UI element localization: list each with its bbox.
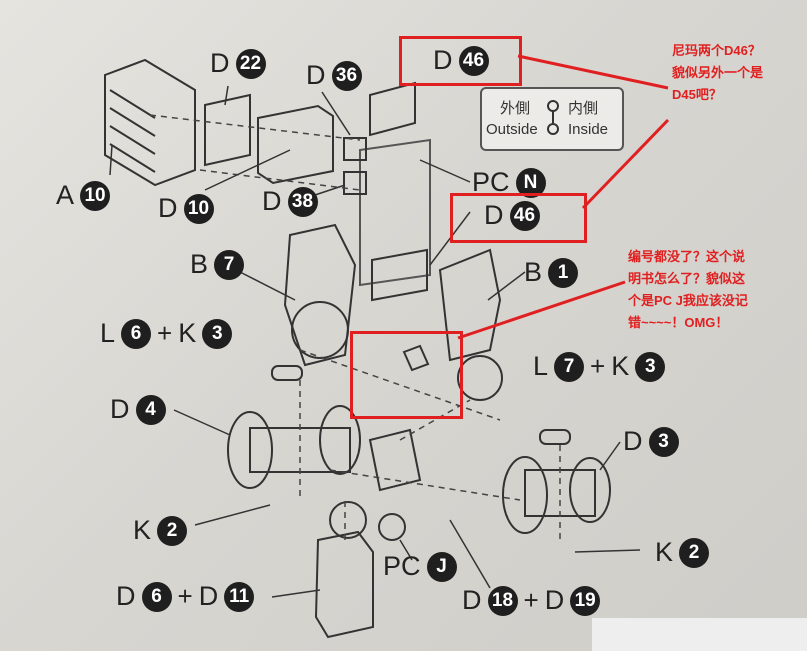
number-badge: 10 (183, 193, 214, 224)
number-badge: 3 (648, 426, 679, 457)
label-d6-d11: D 6 + D 11 (116, 581, 255, 612)
number-badge: 46 (509, 200, 540, 231)
part-l7-k3 (539, 429, 571, 445)
number-badge: 38 (287, 186, 318, 217)
number-badge: 2 (679, 537, 710, 568)
number-badge: 18 (487, 585, 518, 616)
number-badge: 22 (235, 48, 266, 79)
part-b7 (283, 223, 357, 367)
label-d10: D 10 (158, 193, 214, 224)
number-badge: 6 (141, 581, 172, 612)
part-pcj (378, 513, 406, 541)
number-badge: 3 (202, 318, 233, 349)
part-d22 (204, 93, 251, 167)
part-d6-d11 (314, 530, 374, 639)
label-d46-top: D 46 (433, 45, 489, 76)
label-l7-k3: L 7 + K 3 (533, 351, 666, 382)
label-d4: D 4 (110, 394, 166, 425)
note-missing-number: 编号都没了？这个说 明书怎么了？貌似这 个是PC J我应该没记 错~~~~！OM… (628, 249, 748, 330)
part-d10 (257, 104, 334, 185)
red-line-top (517, 54, 669, 90)
label-d3: D 3 (623, 426, 679, 457)
part-d18-d19 (368, 428, 422, 492)
label-pcn: PC N (472, 167, 546, 198)
label-d36: D 36 (306, 60, 362, 91)
part-d3 (502, 456, 548, 534)
red-line-mid (581, 118, 670, 210)
number-badge: 7 (554, 351, 585, 382)
number-badge: 4 (135, 394, 166, 425)
clip-icon (547, 100, 559, 135)
number-badge: N (515, 167, 546, 198)
part-d36 (343, 137, 367, 161)
label-d18-d19: D 18 + D 19 (462, 585, 601, 616)
note-d46-question: 尼玛两个D46？ 貌似另外一个是 D45吧？ (672, 43, 764, 102)
label-a10: A 10 (56, 180, 111, 211)
part-l6-k3 (271, 365, 303, 381)
number-badge: 46 (458, 45, 489, 76)
highlight-d46-top (399, 36, 522, 86)
number-badge: 1 (548, 257, 579, 288)
number-badge: 3 (635, 351, 666, 382)
part-pcn-column (359, 138, 431, 287)
label-k2-right: K 2 (655, 537, 710, 568)
part-d46 (369, 81, 416, 137)
number-badge: 19 (570, 585, 601, 616)
number-badge: 36 (331, 60, 362, 91)
part-unlabeled (402, 344, 430, 372)
label-d46-mid: D 46 (484, 200, 540, 231)
label-d38: D 38 (262, 186, 318, 217)
label-k2-left: K 2 (133, 515, 188, 546)
number-badge: J (426, 551, 457, 582)
label-l6-k3: L 6 + K 3 (100, 318, 233, 349)
photo-corner-background (592, 618, 807, 651)
label-d22: D 22 (210, 48, 266, 79)
part-a10 (104, 58, 196, 187)
label-b7: B 7 (190, 249, 245, 280)
number-badge: 2 (157, 515, 188, 546)
part-d4 (227, 411, 273, 489)
number-badge: 10 (80, 180, 111, 211)
highlight-d46-mid (450, 193, 587, 243)
number-badge: 6 (121, 318, 152, 349)
red-line-pcj (457, 280, 626, 340)
label-b1: B 1 (524, 257, 579, 288)
number-badge: 7 (214, 249, 245, 280)
outside-inside-legend: 外側 内側 Outside Inside (480, 87, 624, 151)
number-badge: 11 (224, 581, 255, 612)
highlight-unlabeled-part (350, 331, 463, 419)
part-d38 (343, 171, 367, 195)
label-pcj: PC J (383, 551, 457, 582)
